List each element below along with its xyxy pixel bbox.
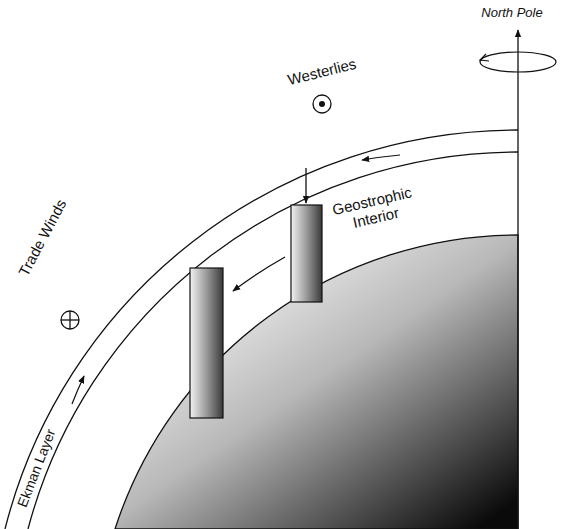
wind-label: Westerlies	[286, 55, 358, 89]
axis-label: North Pole	[481, 6, 542, 21]
wind-out-symbol	[313, 95, 331, 113]
ocean-surface	[5, 130, 518, 529]
region-label: Geostrophic Interior	[323, 181, 424, 236]
wind-label: Trade Winds	[15, 197, 70, 280]
fluid-column	[291, 205, 322, 302]
layer-label: Ekman Layer	[14, 427, 59, 510]
rotation-axis	[517, 30, 518, 529]
rotation-ellipse	[480, 52, 556, 72]
rotation-arrowhead	[480, 54, 489, 61]
wind-in-symbol	[61, 311, 79, 329]
ekman-base	[28, 152, 518, 529]
pumping-arrow	[305, 168, 306, 203]
fluid-column	[190, 268, 223, 418]
ekman-flow-arrow	[362, 155, 400, 160]
ekman-flow-arrow	[72, 376, 84, 404]
interior-flow-arrow	[233, 257, 285, 291]
